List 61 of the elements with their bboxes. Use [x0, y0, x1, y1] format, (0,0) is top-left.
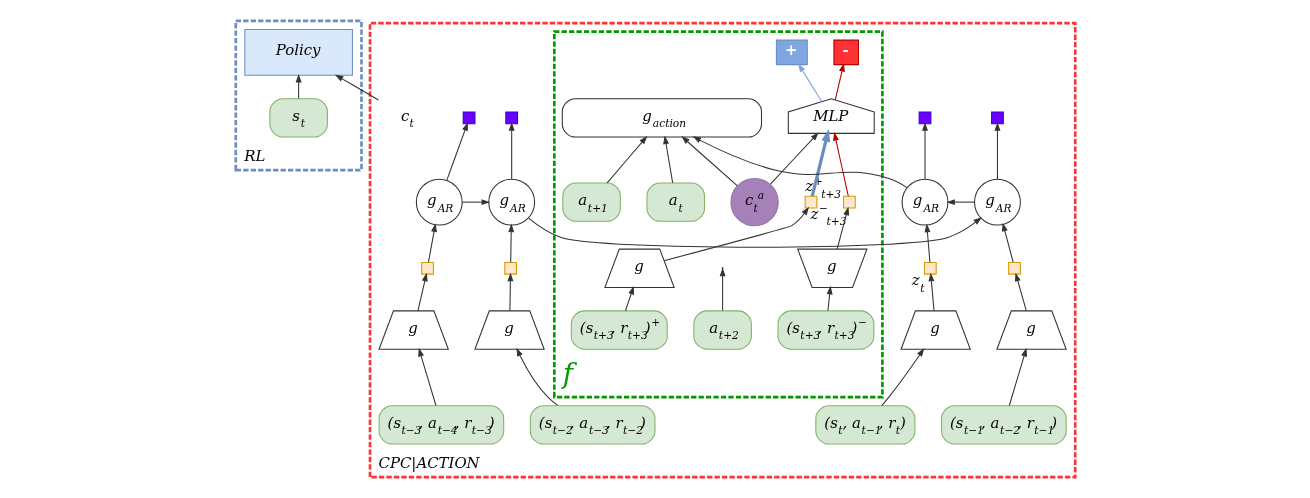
arrow — [810, 128, 830, 197]
arrow — [836, 206, 849, 250]
arrow — [832, 132, 849, 197]
arrow — [1014, 272, 1027, 312]
node-circle: g$_{AR}$ — [901, 178, 948, 226]
node-box — [804, 195, 817, 209]
node-box: s$_{t}$ — [268, 98, 328, 138]
node-box — [462, 111, 475, 125]
node-box: (s$_{t−1}$, a$_{t−2}$, r$_{t−1}$) — [940, 405, 1067, 445]
arrow — [507, 223, 514, 263]
arrow — [993, 122, 1000, 180]
node-box: (s$_{t−2}$, a$_{t−3}$, r$_{t−2}$) — [529, 405, 655, 445]
node-text: c$_{t}$ — [400, 106, 414, 131]
arrow — [826, 285, 833, 312]
arrow — [691, 136, 908, 189]
node-box: (s$_{t+3}$, r$_{t+3}$)$^{+}$ — [570, 310, 668, 350]
node-box: (s$_{t}$, a$_{t−1}$, r$_{t}$) — [814, 405, 915, 445]
arrow — [527, 217, 982, 248]
node-box: (s$_{t+3}$, r$_{t+3}$)$^{−}$ — [776, 310, 874, 350]
arrow — [427, 223, 437, 263]
node-label: z$_{t}$ — [911, 271, 924, 295]
node-box: a$_{t}$ — [645, 182, 705, 222]
node-box: (s$_{t−3}$, a$_{t−4}$, r$_{t−3}$) — [378, 405, 504, 445]
node-box: a$_{t+1}$ — [561, 182, 621, 222]
node-box — [918, 111, 931, 125]
arrow — [923, 223, 930, 263]
node-box — [420, 261, 434, 275]
node-box — [503, 261, 517, 275]
arrow — [445, 122, 468, 181]
node-box — [1007, 261, 1021, 275]
arrow — [680, 136, 738, 187]
arrow — [945, 199, 975, 206]
arrow — [1008, 347, 1027, 407]
arrow — [719, 267, 726, 312]
arrow — [508, 122, 515, 180]
arrow — [927, 272, 935, 312]
node-box — [504, 111, 518, 125]
node-box: g$_{action}$ — [561, 98, 762, 138]
node-box: - — [832, 39, 859, 66]
arrow — [506, 272, 513, 312]
arrow — [416, 272, 428, 312]
arrow — [921, 122, 928, 180]
arrow — [624, 285, 634, 312]
arrow — [1001, 222, 1014, 263]
arrow — [461, 199, 490, 206]
arrow — [606, 135, 647, 184]
node-circle: g$_{AR}$ — [415, 178, 463, 226]
node-box: + — [775, 39, 808, 66]
arrow — [769, 132, 819, 185]
arrow — [797, 63, 822, 102]
node-box: a$_{t+2}$ — [692, 310, 752, 350]
arrow — [663, 206, 809, 262]
node-box — [923, 261, 937, 275]
arrow — [662, 135, 673, 184]
node-box — [990, 111, 1004, 125]
node-box: Policy — [243, 28, 353, 76]
node-circle: g$_{AR}$ — [487, 178, 535, 226]
node-box — [842, 195, 856, 209]
arrow — [834, 63, 845, 101]
arrow — [334, 74, 379, 101]
arrow — [417, 347, 436, 407]
